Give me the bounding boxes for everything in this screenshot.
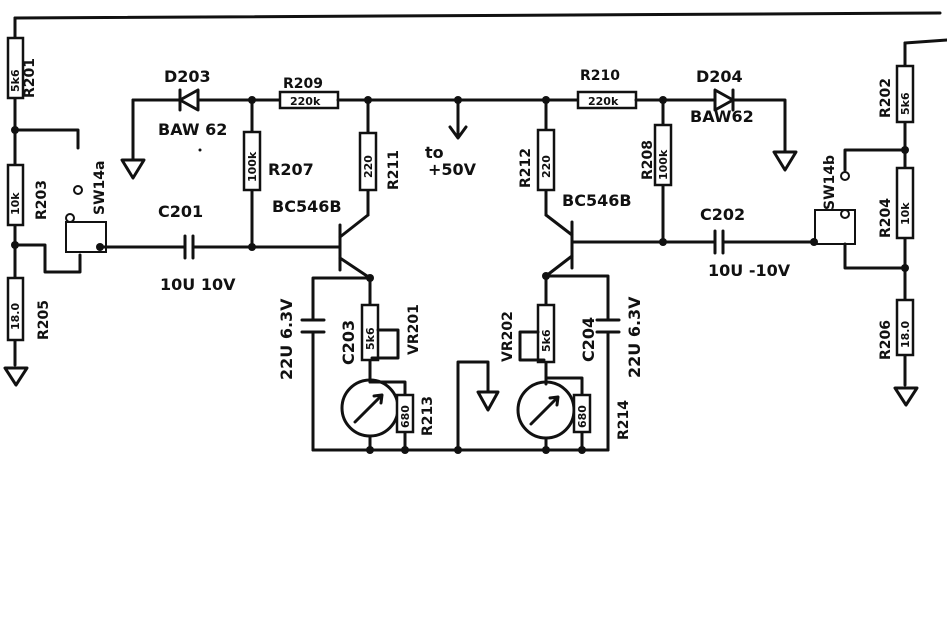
label-d203: D203 bbox=[164, 67, 211, 86]
label-d204: D204 bbox=[696, 67, 743, 86]
value-r209: 220k bbox=[290, 95, 321, 108]
label-r209: R209 bbox=[283, 76, 323, 92]
label-c201: C201 bbox=[158, 202, 203, 221]
value-r210: 220k bbox=[588, 95, 619, 108]
resistor-r212 bbox=[536, 128, 556, 192]
resistor-r206 bbox=[895, 298, 915, 357]
label-plus-50v: +50V bbox=[428, 160, 477, 179]
resistor-r205 bbox=[6, 276, 25, 342]
top-rail-wire bbox=[13, 11, 942, 20]
label-baw62-right: BAW62 bbox=[690, 107, 754, 126]
arrow-to-50v bbox=[448, 98, 468, 140]
label-c202: C202 bbox=[700, 205, 745, 224]
label-baw62-left: BAW 62 bbox=[158, 120, 227, 139]
resistor-r211 bbox=[358, 131, 378, 192]
right-rail-wire bbox=[903, 38, 947, 45]
value-r213: 680 bbox=[399, 405, 412, 428]
value-r206: 18.0 bbox=[899, 321, 912, 348]
value-r212: 220 bbox=[540, 155, 553, 178]
label-vr201: VR201 bbox=[406, 304, 422, 355]
label-r208: R208 bbox=[640, 140, 656, 180]
label-r212: R212 bbox=[518, 148, 534, 188]
transistor-right bbox=[542, 213, 574, 280]
pot-vr201 bbox=[360, 303, 380, 362]
label-c204: C204 bbox=[579, 317, 598, 362]
ground-center bbox=[476, 390, 500, 412]
label-r206: R206 bbox=[878, 320, 894, 360]
resistor-r203 bbox=[6, 163, 25, 227]
value-vr202: 5k6 bbox=[540, 329, 553, 352]
ground-d203 bbox=[120, 158, 146, 180]
value-c202: 10U -10V bbox=[708, 261, 791, 280]
value-r204: 10k bbox=[899, 202, 912, 225]
left-divider bbox=[3, 16, 82, 387]
label-bc546b-left: BC546B bbox=[272, 197, 342, 216]
switch-sw14b bbox=[814, 148, 907, 270]
label-r214: R214 bbox=[616, 400, 632, 440]
label-r210: R210 bbox=[580, 68, 620, 84]
label-r207: R207 bbox=[268, 160, 314, 179]
label-r202: R202 bbox=[878, 78, 894, 118]
value-c201: 10U 10V bbox=[160, 275, 236, 294]
value-r205: 18.0 bbox=[9, 303, 22, 330]
label-r201: R201 bbox=[22, 58, 38, 98]
resistor-r213 bbox=[395, 393, 415, 434]
resistor-r202 bbox=[895, 64, 915, 124]
resistor-r208 bbox=[653, 123, 673, 187]
value-c203: 22U 6.3V bbox=[277, 298, 296, 380]
ground-d204 bbox=[772, 150, 798, 172]
ground-symbol-right bbox=[893, 386, 919, 407]
value-r201: 5k6 bbox=[9, 69, 22, 92]
value-r203: 10k bbox=[9, 192, 22, 215]
label-r205: R205 bbox=[36, 300, 52, 340]
label-sw14a: SW14a bbox=[92, 161, 108, 215]
value-r202: 5k6 bbox=[899, 92, 912, 115]
capacitor-c203 bbox=[300, 318, 326, 334]
label-sw14b: SW14b bbox=[822, 155, 838, 210]
diode-d203 bbox=[178, 88, 200, 112]
value-c204: 22U 6.3V bbox=[625, 296, 644, 378]
capacitor-c204 bbox=[595, 318, 621, 334]
label-c203: C203 bbox=[339, 320, 358, 365]
value-r207: 100k bbox=[246, 151, 259, 182]
resistor-r214 bbox=[572, 393, 592, 434]
value-r214: 680 bbox=[576, 405, 589, 428]
label-vr202: VR202 bbox=[500, 311, 516, 362]
value-r208: 100k bbox=[657, 149, 670, 180]
resistor-r201 bbox=[6, 36, 25, 100]
label-r213: R213 bbox=[420, 396, 436, 436]
transistor-left bbox=[338, 213, 374, 282]
label-r203: R203 bbox=[34, 180, 50, 220]
resistor-r204 bbox=[895, 166, 915, 240]
resistor-r207 bbox=[242, 130, 262, 192]
label-bc546b-right: BC546B bbox=[562, 191, 632, 210]
value-vr201: 5k6 bbox=[364, 327, 377, 350]
value-r211: 220 bbox=[362, 155, 375, 178]
label-to: to bbox=[425, 143, 444, 162]
label-r211: R211 bbox=[386, 150, 402, 190]
switch-sw14a bbox=[65, 185, 107, 253]
label-r204: R204 bbox=[878, 198, 894, 238]
ground-symbol-left bbox=[3, 366, 29, 387]
